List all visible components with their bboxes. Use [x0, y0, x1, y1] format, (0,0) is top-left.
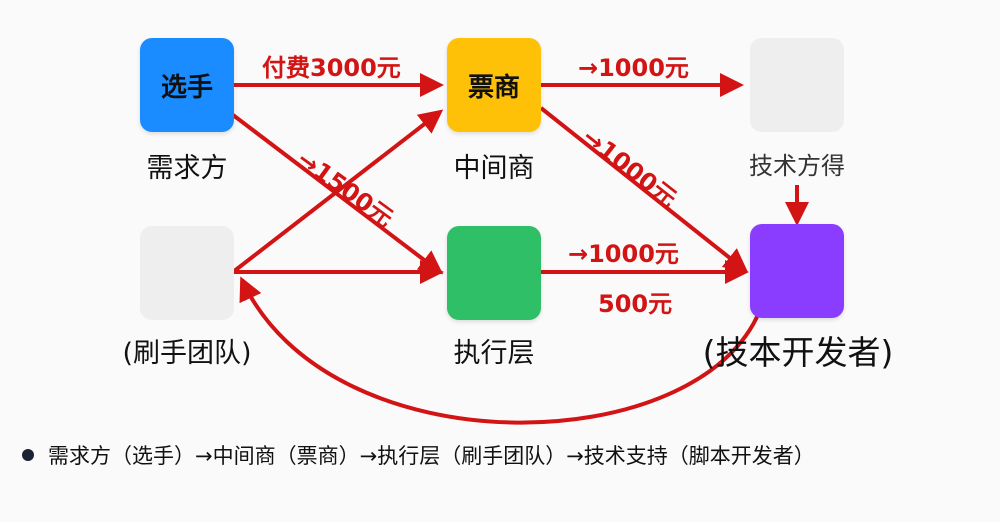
tech-gain-node	[750, 38, 844, 132]
summary-text: 需求方（选手）→中间商（票商）→执行层（刷手团队）→技术支持（脚本开发者）	[48, 444, 815, 468]
tech-gain-caption: 技术方得	[749, 152, 845, 180]
ticket-node-label: 票商	[467, 72, 520, 103]
exec-sub-label: 500元	[598, 290, 673, 318]
dev-caption: (技本开发者)	[702, 333, 894, 372]
summary-bullet: 需求方（选手）→中间商（票商）→执行层（刷手团队）→技术支持（脚本开发者）	[22, 440, 815, 470]
exec-node	[447, 226, 541, 320]
bullet-dot	[22, 449, 34, 461]
exec-caption: 执行层	[453, 338, 535, 369]
team-node	[140, 226, 234, 320]
player-node-label: 选手	[160, 72, 213, 103]
dev-node	[750, 224, 844, 318]
ticket-right-label: →1000元	[578, 54, 689, 82]
arrow-team-to-ticket	[231, 109, 444, 274]
ticket-caption: 中间商	[453, 153, 535, 184]
team-caption: (刷手团队)	[122, 338, 252, 369]
arrow-ticket-to-dev	[539, 106, 749, 273]
ticket-node: 票商	[447, 38, 541, 132]
pay-label: 付费3000元	[262, 54, 401, 82]
player-node: 选手	[140, 38, 234, 132]
exec-right-label: →1000元	[568, 240, 679, 268]
player-caption: 需求方	[146, 153, 228, 184]
arrow-dev-to-team	[239, 276, 762, 425]
